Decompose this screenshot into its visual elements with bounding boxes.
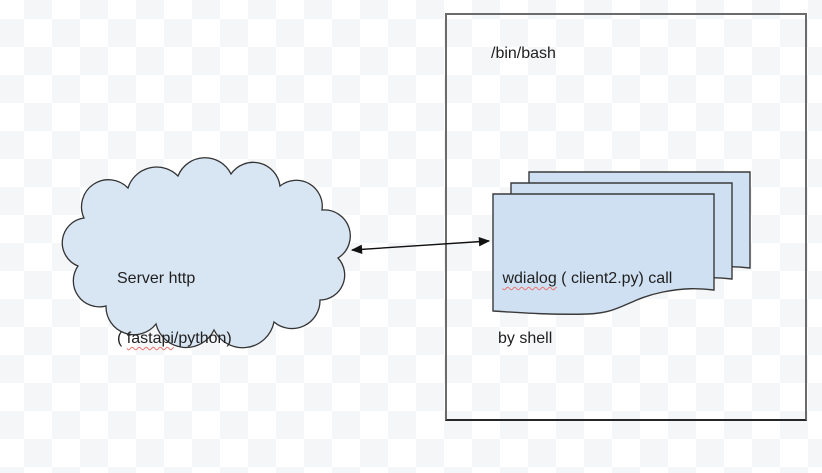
connector-arrow bbox=[350, 236, 491, 255]
connector-line bbox=[350, 236, 491, 255]
misspelled-word-wdialog: wdialog bbox=[502, 270, 557, 287]
bash-box bbox=[445, 13, 807, 421]
cloud-label-line2-open: ( bbox=[117, 330, 127, 347]
bash-box-label: /bin/bash bbox=[491, 45, 556, 62]
cloud-label-line2: ( fastapi/python) bbox=[117, 329, 232, 349]
cloud-label-line1: Server http bbox=[117, 270, 196, 287]
document-label: wdialog ( client2.py) call by shell bbox=[498, 229, 703, 389]
document-label-line1: wdialog ( client2.py) call bbox=[498, 269, 703, 289]
document-label-line2: by shell bbox=[498, 330, 553, 347]
document-shape-front bbox=[492, 193, 715, 315]
misspelled-word-fastapi: fastapi bbox=[126, 330, 174, 347]
cloud-label: Server http ( fastapi/python) bbox=[117, 229, 232, 389]
cloud-outline bbox=[61, 157, 351, 349]
document-front-outline bbox=[492, 193, 715, 315]
document-label-line1-rest: ( client2.py) call bbox=[556, 270, 673, 287]
cloud-label-line2-rest: /python) bbox=[173, 330, 232, 347]
cloud-shape bbox=[61, 157, 351, 349]
